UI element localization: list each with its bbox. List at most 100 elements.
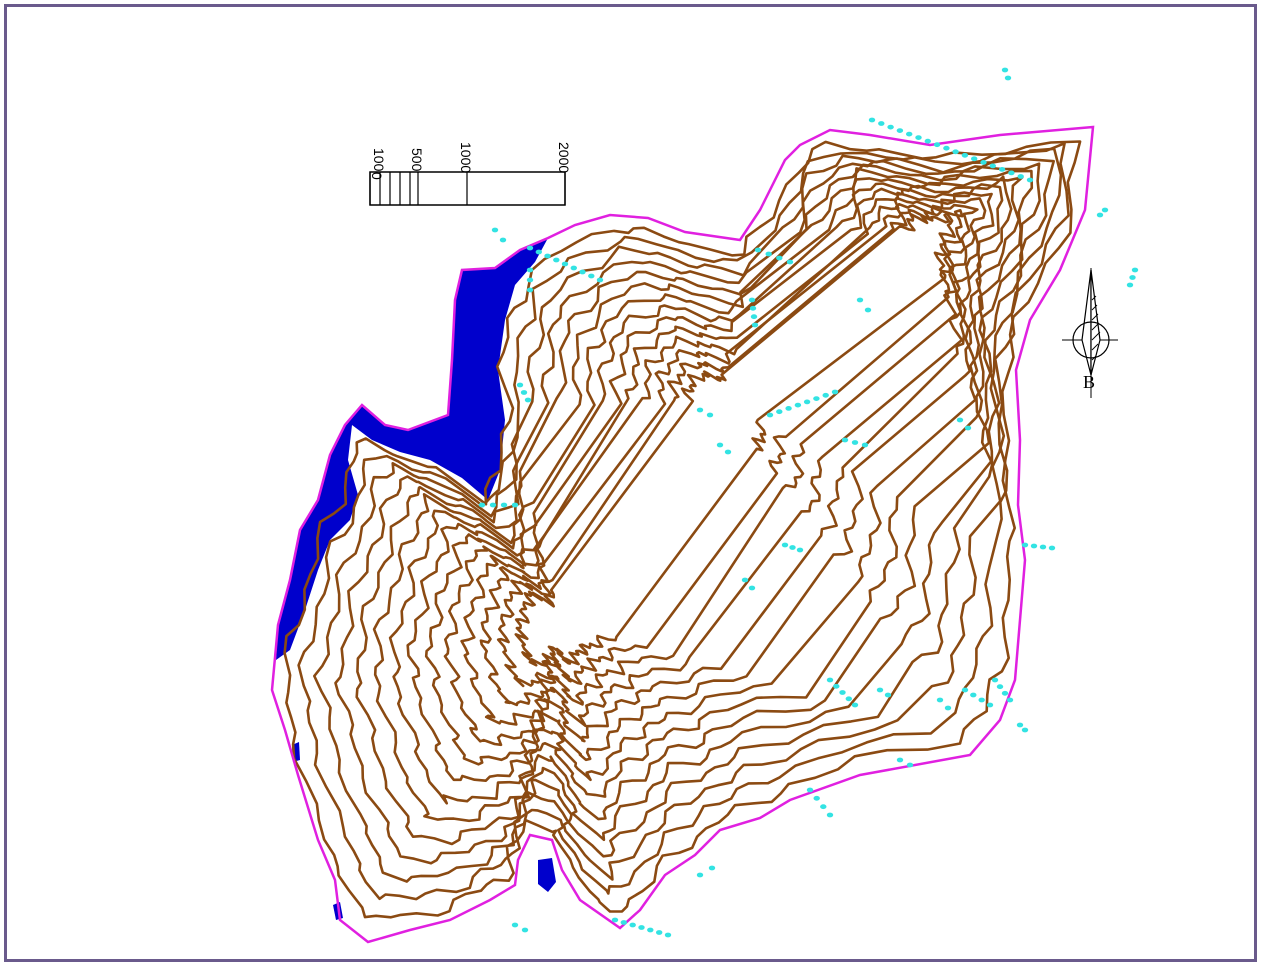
stream-marker — [785, 406, 792, 411]
stream-marker — [620, 920, 627, 925]
stream-marker — [776, 255, 783, 261]
stream-marker — [516, 382, 524, 388]
stream-marker — [1048, 545, 1056, 551]
stream-marker — [1096, 212, 1104, 218]
contour-line — [424, 183, 1004, 766]
stream-marker — [943, 145, 950, 151]
stream-marker — [884, 692, 892, 698]
stream-marker — [970, 692, 977, 698]
stream-marker — [998, 167, 1006, 172]
stream-marker — [754, 247, 762, 253]
contour-line — [372, 167, 1034, 823]
contour-line — [514, 212, 956, 667]
north-arrow: В — [1062, 268, 1118, 398]
scale-bar: 0 100 500 1000 2000 — [369, 142, 572, 206]
stream-marker — [741, 577, 749, 583]
stream-marker — [989, 163, 996, 169]
stream-marker — [478, 502, 486, 508]
stream-marker — [887, 124, 894, 130]
stream-marker — [765, 251, 772, 257]
stream-marker — [906, 131, 913, 137]
stream-markers — [478, 67, 1139, 938]
stream-marker — [980, 160, 987, 165]
stream-marker — [1101, 207, 1109, 213]
scale-label-100: 100 — [371, 148, 387, 172]
stream-marker — [956, 417, 964, 423]
stream-marker — [803, 399, 811, 405]
stream-marker — [511, 502, 519, 508]
stream-marker — [822, 392, 829, 398]
stream-marker — [1131, 267, 1139, 273]
stream-marker — [1039, 544, 1047, 550]
stream-marker — [611, 917, 619, 923]
stream-marker — [1008, 170, 1015, 176]
stream-marker — [845, 696, 852, 702]
stream-marker — [978, 697, 985, 703]
stream-marker — [499, 237, 507, 243]
north-arrow-hatching — [1091, 295, 1101, 361]
stream-marker — [861, 442, 869, 448]
stream-marker — [1017, 174, 1024, 179]
stream-marker — [1004, 75, 1012, 81]
stream-marker — [944, 705, 952, 711]
contour-line — [334, 157, 1055, 865]
contour-line — [283, 140, 1082, 919]
stream-marker — [491, 227, 499, 233]
stream-marker — [1021, 542, 1029, 548]
stream-marker — [878, 121, 885, 126]
stream-marker — [579, 269, 586, 275]
stream-marker — [1021, 727, 1029, 733]
stream-marker — [826, 677, 834, 683]
stream-marker — [1129, 275, 1136, 280]
stream-marker — [706, 412, 714, 418]
stream-marker — [724, 449, 732, 455]
stream-marker — [708, 865, 716, 871]
contour-line — [406, 175, 1013, 782]
stream-marker — [776, 409, 783, 415]
stream-marker — [749, 305, 757, 311]
stream-marker — [511, 922, 519, 928]
stream-marker — [933, 142, 941, 148]
stream-marker — [544, 253, 551, 259]
stream-marker — [813, 396, 820, 401]
stream-marker — [826, 812, 834, 818]
stream-marker — [561, 261, 569, 267]
stream-marker — [820, 804, 827, 810]
stream-marker — [991, 677, 999, 683]
stream-marker — [996, 684, 1004, 690]
stream-marker — [806, 787, 814, 793]
stream-marker — [638, 925, 645, 930]
stream-marker — [664, 932, 672, 938]
stream-marker — [961, 687, 969, 693]
stream-marker — [915, 135, 922, 141]
scale-label-2000: 2000 — [556, 142, 572, 173]
stream-marker — [526, 245, 534, 251]
stream-marker — [526, 287, 534, 293]
stream-marker — [1026, 177, 1034, 183]
stream-marker — [520, 390, 528, 395]
stream-marker — [864, 307, 872, 313]
scale-label-1000: 1000 — [458, 142, 474, 173]
stream-marker — [489, 502, 497, 508]
stream-marker — [786, 259, 794, 265]
contour-lines — [283, 140, 1082, 919]
stream-marker — [986, 702, 994, 708]
water-body-south — [538, 858, 556, 892]
water-bodies — [276, 238, 556, 920]
stream-marker — [696, 872, 704, 878]
contour-line — [496, 208, 964, 688]
stream-marker — [570, 265, 577, 271]
stream-marker — [856, 297, 864, 303]
stream-marker — [696, 407, 704, 413]
stream-marker — [716, 442, 724, 448]
stream-marker — [750, 314, 758, 320]
stream-marker — [1016, 722, 1024, 728]
stream-marker — [839, 690, 846, 695]
contour-line — [479, 202, 979, 707]
stream-marker — [629, 922, 636, 928]
stream-marker — [896, 128, 904, 134]
stream-marker — [868, 117, 876, 123]
stream-marker — [831, 389, 839, 395]
area-boundary — [270, 125, 1095, 944]
